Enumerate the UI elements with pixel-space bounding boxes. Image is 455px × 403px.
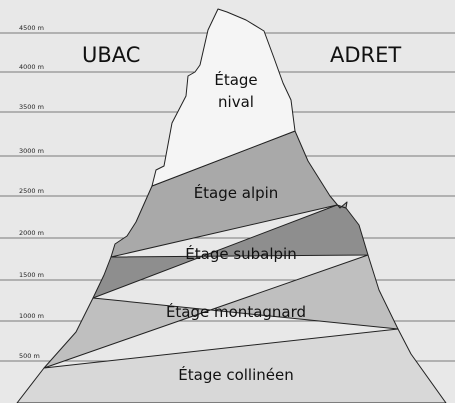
altitude-label-1000: 1000 m bbox=[19, 312, 44, 320]
side-label-ubac: UBAC bbox=[82, 43, 140, 67]
altitude-label-3000: 3000 m bbox=[19, 147, 44, 155]
zone-label-nival-line2: nival bbox=[218, 93, 254, 111]
altitude-labels: 4500 m 4000 m 3500 m 3000 m 2500 m 2000 … bbox=[19, 24, 44, 360]
altitude-label-4000: 4000 m bbox=[19, 63, 44, 71]
vegetation-zones bbox=[16, 8, 447, 403]
zone-nival bbox=[151, 8, 296, 187]
altitude-label-3500: 3500 m bbox=[19, 103, 44, 111]
zone-label-nival-line1: Étage bbox=[214, 70, 257, 89]
altitude-label-1500: 1500 m bbox=[19, 271, 44, 279]
altitude-label-500: 500 m bbox=[19, 352, 40, 360]
zone-alpin bbox=[110, 130, 348, 258]
zone-label-montagnard: Étage montagnard bbox=[166, 302, 306, 321]
side-label-adret: ADRET bbox=[330, 43, 401, 67]
zone-montagnard bbox=[43, 254, 399, 369]
altitude-label-4500: 4500 m bbox=[19, 24, 44, 32]
zone-label-subalpin: Étage subalpin bbox=[185, 244, 296, 263]
zone-label-collineen: Étage collinéen bbox=[178, 365, 293, 384]
zone-collineen bbox=[16, 328, 447, 403]
zone-label-alpin: Étage alpin bbox=[194, 183, 279, 202]
altitude-label-2500: 2500 m bbox=[19, 187, 44, 195]
altitude-label-2000: 2000 m bbox=[19, 229, 44, 237]
